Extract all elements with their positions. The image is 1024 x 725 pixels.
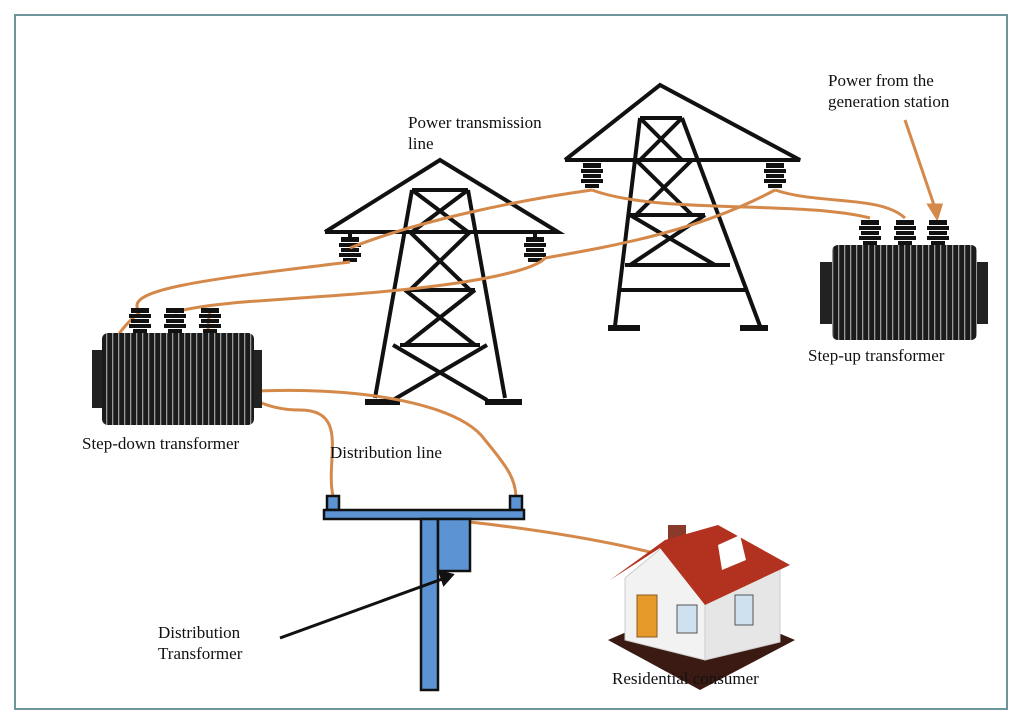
distribution-pole xyxy=(322,494,526,692)
step-down-transformer-icon xyxy=(92,308,262,425)
label-step-up-transformer: Step-up transformer xyxy=(808,346,945,365)
residential-house-icon xyxy=(608,525,795,690)
label-line-2: line xyxy=(408,134,434,153)
pointer-arrow-generation xyxy=(903,119,944,222)
label-line-2: Transformer xyxy=(158,644,243,663)
transmission-tower-right xyxy=(563,82,801,331)
label-distribution-line: Distribution line xyxy=(330,443,442,462)
insulator-icon xyxy=(764,163,786,188)
label-line-1: Power from the xyxy=(828,71,934,90)
label-residential-consumer: Residential consumer xyxy=(612,669,759,688)
label-step-down-transformer: Step-down transformer xyxy=(82,434,240,453)
label-power-transmission-line: Power transmission line xyxy=(408,112,542,154)
diagram-frame xyxy=(14,14,1008,710)
label-line-1: Distribution xyxy=(158,623,241,642)
label-power-from-generation: Power from the generation station xyxy=(828,70,949,112)
transmission-tower-left xyxy=(323,157,566,405)
distribution-transformer-box xyxy=(436,517,472,573)
insulator-icon xyxy=(339,237,361,262)
label-line-2: generation station xyxy=(828,92,950,111)
label-line-1: Power transmission xyxy=(408,113,542,132)
step-up-transformer-icon xyxy=(820,220,988,340)
pointer-arrow-distribution-transformer xyxy=(279,569,455,640)
insulator-icon xyxy=(581,163,603,188)
label-distribution-transformer: Distribution Transformer xyxy=(158,622,242,664)
